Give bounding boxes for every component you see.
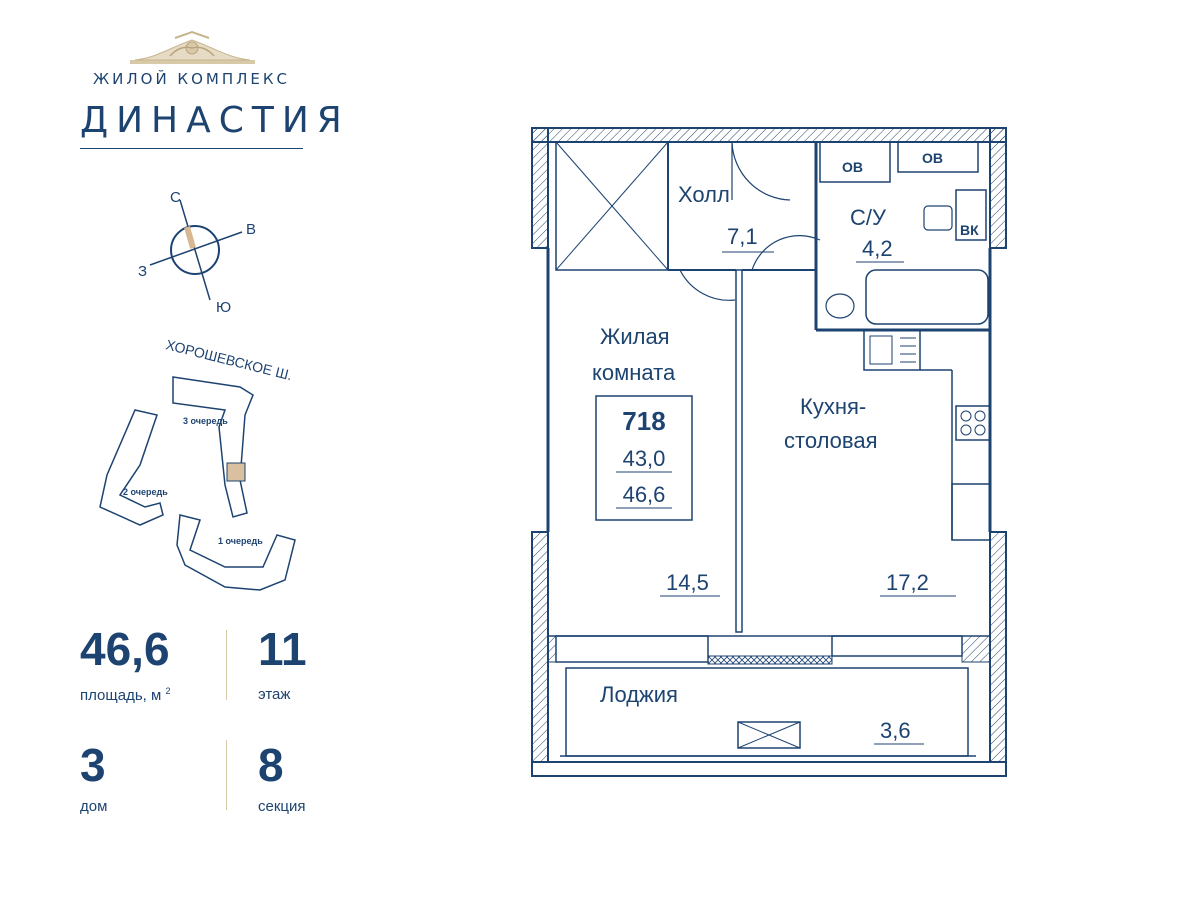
living-name-line2: комната — [592, 360, 676, 385]
area-value: 46,6 — [80, 623, 170, 675]
living-name-line1: Жилая — [600, 324, 670, 349]
wall-left-bottom — [531, 531, 549, 773]
bath-area: 4,2 — [862, 236, 893, 261]
brand-subtitle: ЖИЛОЙ КОМПЛЕКС — [92, 70, 290, 88]
ov-box-1 — [819, 141, 891, 183]
bath-name: С/У — [850, 205, 887, 230]
floor-plan: Холл 7,1 С/У 4,2 ОВ ОВ ВК Жилая комната … — [531, 127, 1007, 777]
wall-right-bottom — [989, 531, 1007, 773]
phase-2-label: 2 очередь — [123, 487, 168, 497]
section-value: 8 — [258, 739, 284, 791]
apartment-number: 718 — [622, 406, 665, 436]
compass-s: Ю — [216, 299, 231, 316]
compass-n: С — [170, 189, 181, 206]
compass-w: З — [138, 263, 147, 280]
hall-area: 7,1 — [727, 224, 758, 249]
ov-label-1: ОВ — [842, 159, 863, 175]
phase-3-label: 3 очередь — [183, 416, 228, 426]
loggia-name: Лоджия — [600, 682, 678, 707]
toilet-icon — [923, 205, 953, 231]
sink-icon — [825, 293, 855, 319]
compass: С В Ю З — [138, 189, 256, 316]
bathtub-icon — [865, 269, 989, 325]
kitchen-sink-icon — [863, 329, 921, 371]
fridge-icon — [951, 483, 991, 541]
living-area: 14,5 — [666, 570, 709, 595]
wall-left-top — [531, 127, 549, 249]
stats-divider-bottom — [226, 740, 227, 810]
hall-name: Холл — [678, 182, 730, 207]
area-label-text: площадь, м — [80, 687, 162, 704]
apartment-total-area: 46,6 — [623, 482, 666, 507]
phase-1-label: 1 очередь — [218, 536, 263, 546]
stats-divider-top — [226, 630, 227, 700]
wall-right-top — [989, 127, 1007, 249]
brand-name: ДИНАСТИЯ — [80, 100, 350, 141]
kitchen-name-line2: столовая — [784, 428, 878, 453]
loggia-area-value: 3,6 — [880, 718, 911, 743]
section-label: секция — [258, 798, 306, 815]
stove-icon — [955, 405, 991, 441]
apartment-info-box — [595, 395, 693, 521]
vk-label: ВК — [960, 222, 979, 238]
loggia-vent — [737, 721, 801, 749]
kitchen-name-line1: Кухня- — [800, 394, 866, 419]
wall-bottom — [531, 761, 1007, 777]
compass-e: В — [246, 221, 256, 238]
ov-label-2: ОВ — [922, 150, 943, 166]
ov-box-2 — [897, 141, 979, 173]
wall-top — [531, 127, 1007, 143]
house-label: дом — [80, 798, 108, 815]
area-label: площадь, м 2 — [80, 686, 170, 704]
brand-divider — [80, 148, 303, 149]
floor-label: этаж — [258, 686, 291, 703]
house-value: 3 — [80, 739, 106, 791]
logo-ornament-icon — [130, 30, 255, 64]
kitchen-area: 17,2 — [886, 570, 929, 595]
street-label: ХОРОШЕВСКОЕ Ш. — [164, 336, 294, 383]
vk-box — [955, 189, 987, 241]
apartment-living-area: 43,0 — [623, 446, 666, 471]
site-plan: ХОРОШЕВСКОЕ Ш. 3 очередь 2 очередь 1 оче… — [99, 336, 296, 591]
area-unit-sup: 2 — [165, 686, 171, 696]
floor-value: 11 — [258, 623, 307, 675]
